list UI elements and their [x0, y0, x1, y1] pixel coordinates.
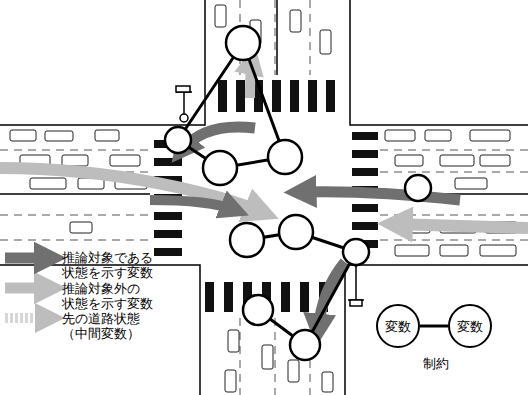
- constraint-label: 制約: [423, 356, 449, 371]
- node-text: 変数: [457, 319, 483, 334]
- legend-text: 推論対象である 状態を示す変数: [62, 250, 172, 280]
- legend-text: 先の道路状態 （中間変数）: [62, 311, 172, 341]
- variable-circle: 変数: [448, 304, 492, 348]
- legend-text: 推論対象外の 状態を示す変数: [62, 281, 172, 311]
- node-text: 変数: [385, 319, 411, 334]
- constraint-line: [420, 325, 448, 328]
- variable-circle: 変数: [376, 304, 420, 348]
